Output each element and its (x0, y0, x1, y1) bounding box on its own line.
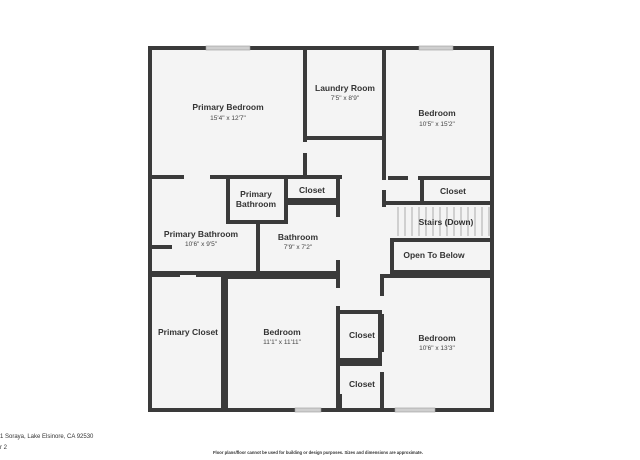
listing-caption: 1 Soraya, Lake Elsinore, CA 92530 r 2 (0, 432, 93, 454)
room-closet-s2: Closet (349, 379, 375, 389)
walls (148, 46, 494, 412)
room-bedroom-ne: Bedroom (418, 108, 456, 118)
room-bedroom-se-dim: 10'6" x 13'3" (419, 345, 455, 352)
room-primary-bedroom: Primary Bedroom (192, 102, 264, 112)
room-bedroom-ne-dim: 10'5" x 15'2" (419, 121, 455, 128)
room-primary-bathroom-dim: 10'6" x 9'5" (185, 241, 218, 248)
disclaimer: Floor plans/floor cannot be used for bui… (213, 450, 423, 455)
room-primary-bath-small-line1: Primary (240, 189, 272, 199)
stairs-treads (397, 207, 490, 236)
room-bathroom: Bathroom (278, 232, 319, 242)
room-closet-mid: Closet (299, 185, 325, 195)
room-closet-ne: Closet (440, 186, 466, 196)
room-primary-bathroom: Primary Bathroom (164, 229, 239, 239)
room-bedroom-sw: Bedroom (263, 327, 301, 337)
floor-area (150, 48, 492, 410)
room-bedroom-se: Bedroom (418, 333, 456, 343)
room-bathroom-dim: 7'9" x 7'2" (284, 244, 313, 251)
floor-number: r 2 (0, 445, 8, 451)
room-closet-s1: Closet (349, 330, 375, 340)
room-stairs: Stairs (Down) (419, 217, 474, 227)
window (394, 407, 436, 413)
room-laundry: Laundry Room (315, 83, 375, 93)
window (205, 45, 251, 51)
room-bedroom-sw-dim: 11'1" x 11'11" (263, 339, 302, 346)
window (418, 45, 454, 51)
room-primary-bedroom-dim: 15'4" x 12'7" (210, 115, 246, 122)
room-primary-bath-small-line2: Bathroom (236, 199, 277, 209)
room-primary-closet: Primary Closet (158, 327, 218, 337)
room-laundry-dim: 7'5" x 8'9" (331, 95, 360, 102)
windows (205, 45, 454, 413)
outer-wall (148, 46, 494, 412)
window (294, 407, 322, 413)
listing-address: 1 Soraya, Lake Elsinore, CA 92530 (0, 434, 94, 440)
room-open-to-below: Open To Below (403, 250, 465, 260)
